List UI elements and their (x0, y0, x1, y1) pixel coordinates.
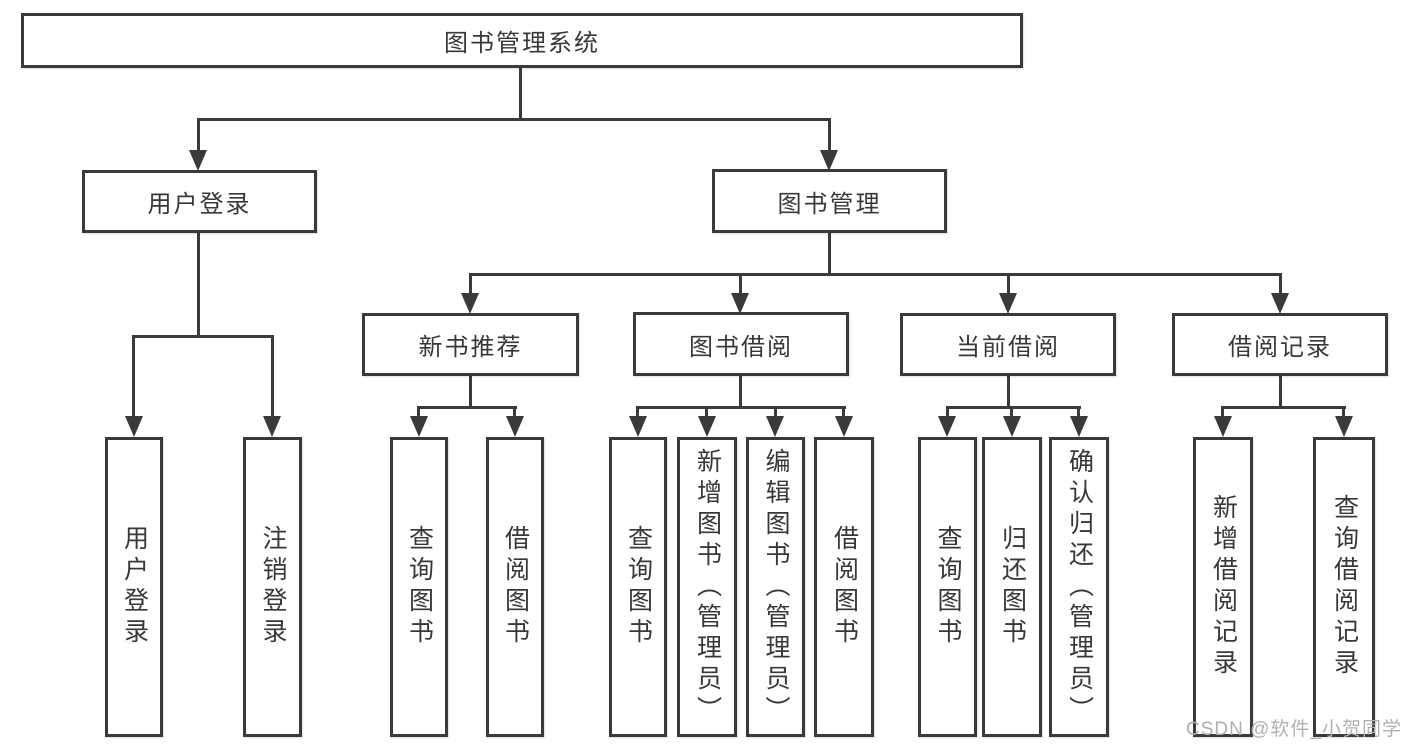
node-book-mgmt: 图书管理 (712, 169, 947, 233)
leaf-label: 查询借阅记录 (1330, 494, 1359, 680)
connector-line (1222, 406, 1346, 409)
arrow-down-icon (410, 416, 428, 437)
leaf-label: 编辑图书（管理员） (762, 447, 790, 727)
connector-line (739, 375, 742, 409)
connector-line (1007, 375, 1010, 409)
connector-line (197, 118, 831, 121)
node-current-borrow: 当前借阅 (900, 313, 1116, 376)
node-user-login-label: 用户登录 (147, 191, 252, 218)
connector-line (946, 406, 1081, 409)
connector-line (1279, 273, 1282, 295)
arrow-down-icon (506, 416, 524, 437)
connector-line (705, 406, 708, 420)
connector-line (828, 233, 831, 276)
leaf-label: 借阅图书 (501, 525, 530, 649)
connector-line (513, 406, 516, 420)
node-borrow-records: 借阅记录 (1172, 313, 1388, 376)
leaf-query-borrow-record: 查询借阅记录 (1313, 437, 1375, 737)
leaf-query-books: 查询图书 (390, 437, 448, 737)
connector-line (197, 118, 200, 151)
connector-line (519, 68, 522, 120)
leaf-label: 新增借阅记录 (1209, 494, 1238, 680)
arrow-down-icon (125, 416, 143, 437)
arrow-down-icon (999, 293, 1017, 314)
arrow-down-icon (698, 416, 716, 437)
arrow-down-icon (629, 416, 647, 437)
leaf-label: 查询图书 (624, 525, 653, 649)
connector-line (828, 118, 831, 151)
connector-line (1007, 273, 1010, 295)
node-book-borrow-label: 图书借阅 (689, 333, 793, 361)
arrow-down-icon (1271, 293, 1289, 314)
connector-line (636, 406, 639, 420)
arrow-down-icon (1070, 416, 1088, 437)
csdn-watermark: CSDN @软件_小贺同学 (1186, 719, 1402, 740)
connector-line (417, 406, 420, 420)
node-user-login: 用户登录 (82, 170, 317, 233)
connector-line (946, 406, 949, 420)
connector-line (1279, 375, 1282, 409)
leaf-borrow-books: 借阅图书 (814, 437, 874, 737)
connector-line (271, 335, 274, 418)
leaf-edit-books-admin: 编辑图书（管理员） (746, 437, 805, 737)
connector-line (1010, 406, 1013, 420)
connector-line (1077, 406, 1080, 420)
connector-line (133, 335, 274, 338)
leaf-label: 查询图书 (934, 525, 962, 649)
arrow-down-icon (1214, 416, 1232, 437)
arrow-down-icon (731, 293, 749, 314)
connector-line (197, 233, 200, 338)
connector-line (469, 273, 472, 295)
leaf-label: 注销登录 (259, 525, 287, 649)
connector-line (1342, 406, 1345, 420)
connector-line (842, 406, 845, 420)
arrow-down-icon (1335, 416, 1353, 437)
connector-line (132, 335, 135, 418)
leaf-confirm-return-admin: 确认归还（管理员） (1049, 437, 1109, 737)
connector-line (1221, 406, 1224, 420)
leaf-label: 归还图书 (998, 525, 1027, 649)
node-new-books: 新书推荐 (362, 313, 579, 376)
leaf-label: 用户登录 (120, 525, 149, 649)
leaf-label: 确认归还（管理员） (1065, 447, 1094, 727)
arrow-down-icon (1003, 416, 1021, 437)
arrow-down-icon (461, 293, 479, 314)
connector-line (774, 406, 777, 420)
arrow-down-icon (938, 416, 956, 437)
arrow-down-icon (835, 416, 853, 437)
leaf-label: 查询图书 (405, 525, 434, 649)
connector-line (469, 273, 1282, 276)
arrow-down-icon (766, 416, 784, 437)
leaf-logout: 注销登录 (243, 437, 302, 737)
node-root: 图书管理系统 (21, 13, 1023, 68)
arrow-down-icon (820, 150, 838, 171)
node-new-books-label: 新书推荐 (418, 334, 523, 361)
arrow-down-icon (263, 416, 281, 437)
node-book-mgmt-label: 图书管理 (777, 190, 882, 218)
connector-line (418, 406, 517, 409)
node-root-label: 图书管理系统 (444, 30, 600, 57)
node-book-borrow: 图书借阅 (633, 312, 849, 376)
arrow-down-icon (189, 150, 207, 171)
leaf-user-login: 用户登录 (105, 437, 163, 737)
connector-line (469, 376, 472, 409)
leaf-label: 新增图书（管理员） (693, 447, 722, 727)
leaf-add-books-admin: 新增图书（管理员） (677, 437, 737, 737)
leaf-add-borrow-record: 新增借阅记录 (1193, 437, 1253, 737)
leaf-return-books: 归还图书 (982, 437, 1042, 737)
connector-line (637, 406, 846, 409)
node-borrow-records-label: 借阅记录 (1228, 334, 1332, 361)
connector-line (739, 273, 742, 295)
leaf-label: 借阅图书 (830, 525, 859, 649)
leaf-query-books: 查询图书 (609, 437, 667, 737)
leaf-borrow-books: 借阅图书 (486, 437, 544, 737)
leaf-query-books: 查询图书 (918, 437, 977, 737)
node-current-borrow-label: 当前借阅 (956, 334, 1060, 361)
